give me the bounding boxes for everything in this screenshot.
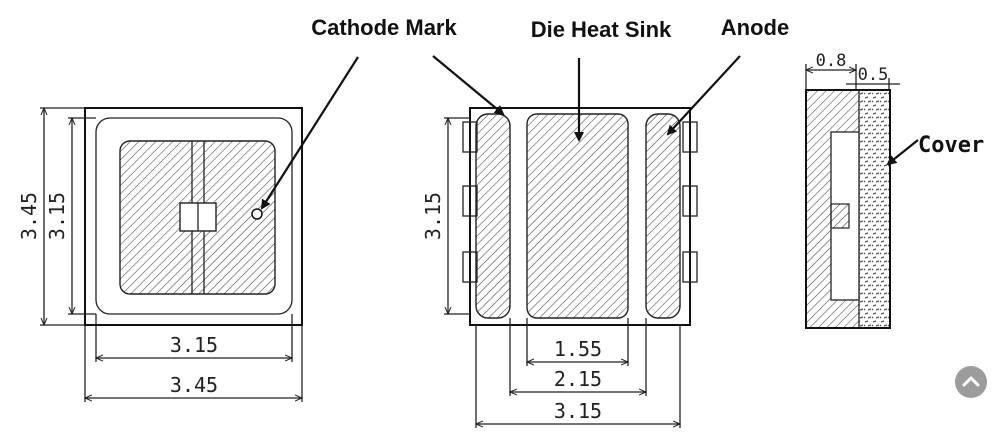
top-outer-height-dim: 3.45 [17,192,41,240]
cathode-mark-label: Cathode Mark [311,15,457,40]
cathode-mark-dot [251,208,263,220]
side-view: 0.8 0.5 [805,51,900,329]
top-inner-height-dim: 3.15 [45,192,69,240]
cathode-pad-arrow [432,55,505,116]
top-outer-body [84,107,303,326]
bottom-mid-width-dim: 2.15 [554,367,602,391]
cathode-mark-arrow [260,56,359,210]
anode-pad [645,113,681,319]
cathode-pad [475,113,511,319]
side-right-dim: 0.5 [858,65,889,85]
scroll-top-button[interactable] [955,366,987,398]
bottom-view: 3.15 1.55 2.15 3.15 [421,107,698,428]
side-cover [859,91,889,327]
chevron-up-icon [962,376,980,387]
bottom-height-dim: 3.15 [421,192,445,240]
die-heat-sink-label: Die Heat Sink [531,17,672,42]
anode-arrow [666,55,741,136]
cover-label: Cover [918,133,984,158]
top-view: 3.45 3.15 3.15 3.45 [17,107,303,402]
bottom-die-width-dim: 1.55 [554,337,602,361]
top-inner-frame [95,117,293,315]
cover-arrow [886,139,919,166]
side-left-dim: 0.8 [816,51,847,71]
bottom-outer-width-dim: 3.15 [554,399,602,423]
top-inner-width-dim: 3.15 [170,333,218,357]
die-heat-sink-pad [526,113,629,319]
side-outer-body [805,89,891,329]
top-outer-width-dim: 3.45 [170,373,218,397]
anode-label: Anode [721,15,789,40]
